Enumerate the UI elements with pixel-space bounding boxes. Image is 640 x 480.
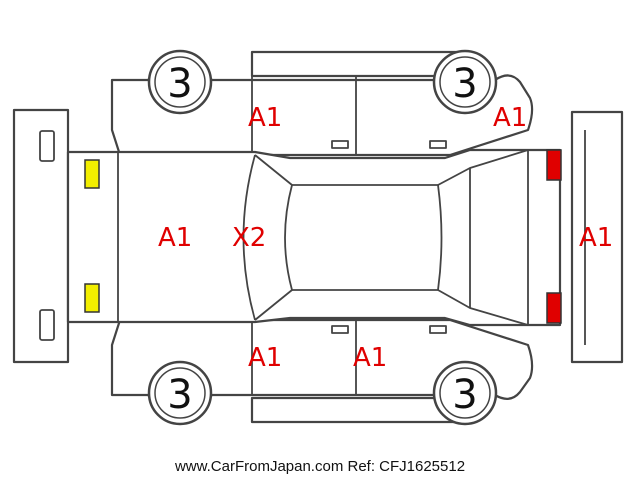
- damage-code-right-front-door: A1: [248, 343, 282, 373]
- rear-bumper: [570, 110, 624, 364]
- taillight-marker-bottom: [546, 292, 562, 324]
- wheel-rear-left: 3: [432, 49, 498, 115]
- taillight-marker-top: [546, 149, 562, 181]
- wheel-front-right-number: 3: [167, 372, 192, 418]
- wheel-rear-right: 3: [432, 360, 498, 426]
- headlight-marker-top: [84, 159, 100, 189]
- wheel-front-right: 3: [147, 360, 213, 426]
- damage-code-front-bumper: A1: [158, 223, 192, 253]
- wheel-rear-right-number: 3: [452, 372, 477, 418]
- damage-code-left-front-door: A1: [248, 103, 282, 133]
- damage-code-left-rear-quarter: A1: [493, 103, 527, 133]
- car-body-top-view: [66, 148, 562, 327]
- damage-code-hood: X2: [232, 223, 266, 253]
- wheel-front-left-number: 3: [167, 61, 192, 107]
- damage-code-right-rear-door: A1: [353, 343, 387, 373]
- front-bumper: [12, 108, 70, 364]
- damage-code-rear-bumper: A1: [579, 223, 613, 253]
- wheel-rear-left-number: 3: [452, 61, 477, 107]
- headlight-marker-bottom: [84, 283, 100, 313]
- watermark-credit: www.CarFromJapan.com Ref: CFJ1625512: [174, 458, 466, 475]
- wheel-front-left: 3: [147, 49, 213, 115]
